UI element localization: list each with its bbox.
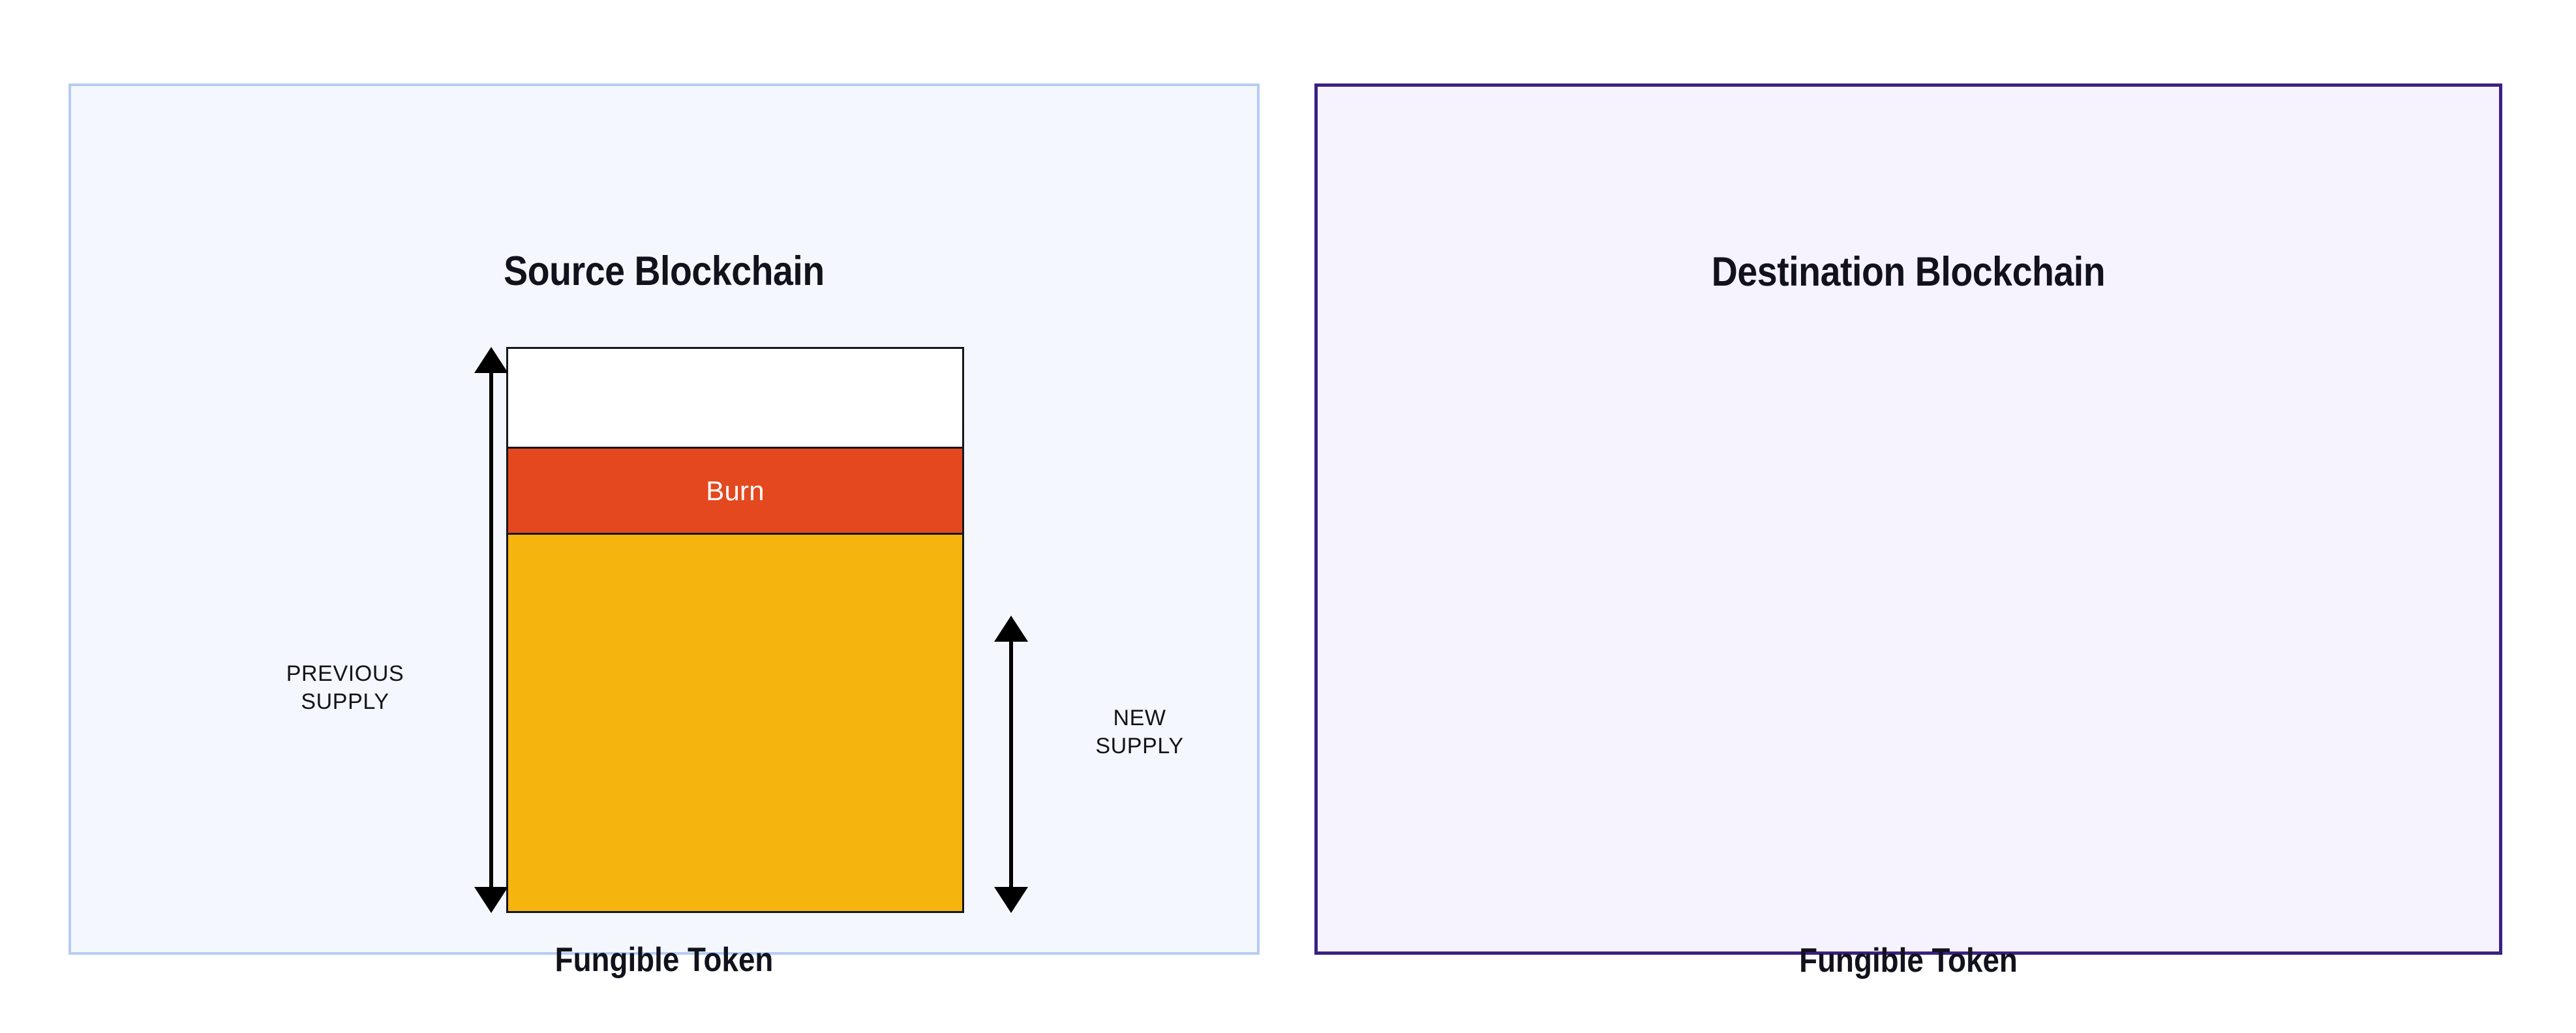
destination-blockchain-panel: Destination Blockchain Mint PREVIOUS SUP… (1314, 83, 2502, 980)
source-token-caption: Fungible Token (554, 941, 774, 979)
arrow-shaft (1009, 642, 1013, 887)
source-previous-supply-label: PREVIOUS SUPPLY (286, 661, 404, 714)
source-segment-burn: Burn (508, 447, 962, 535)
destination-panel-title: Destination Blockchain (1711, 249, 2106, 295)
source-new-supply-label: NEW SUPPLY (1095, 706, 1184, 758)
source-blockchain-panel: Source Blockchain Burn PREVIOUS SUPPLY N… (68, 83, 1260, 979)
arrow-head-down-icon (474, 887, 508, 913)
arrow-head-up-icon (994, 616, 1028, 642)
arrow-head-up-icon (474, 347, 508, 373)
source-previous-supply-arrow (473, 347, 509, 913)
destination-token-caption: Fungible Token (1799, 942, 2018, 980)
arrow-head-down-icon (994, 887, 1028, 913)
source-segment-remaining-supply (508, 535, 962, 911)
arrow-shaft (489, 373, 493, 887)
source-segment-empty-headroom (508, 349, 962, 447)
source-panel-title: Source Blockchain (504, 248, 825, 295)
source-token-supply-bar: Burn (506, 347, 964, 913)
source-new-supply-arrow (993, 616, 1029, 913)
